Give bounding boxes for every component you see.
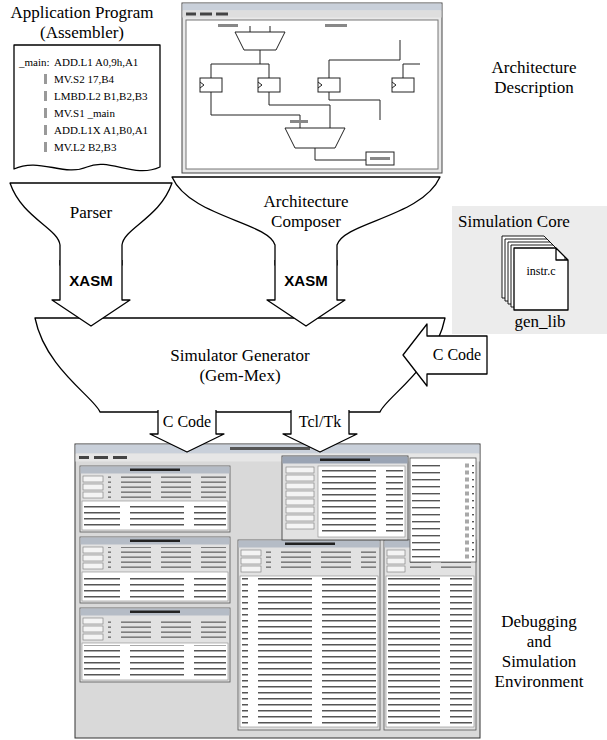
xasm-arrow: XASM xyxy=(267,260,345,326)
funnel-label: Architecture Composer xyxy=(241,192,371,232)
file-name: instr.c xyxy=(516,264,566,278)
arrow-label: C Code xyxy=(429,345,485,364)
source-file: instr.c xyxy=(514,248,568,310)
panel-label: Simulation Core xyxy=(458,212,603,232)
code-line: ADD.L1X A1,B0,A1 xyxy=(54,123,158,137)
panel-label: gen_lib xyxy=(500,312,580,332)
code-line: LMBD.L2 B1,B2,B3 xyxy=(54,89,158,103)
code-listing: _main:ADD.L1 A0,9h,A1MV.S2 17,B4LMBD.L2 … xyxy=(14,45,160,179)
output-arrow: Tcl/Tk xyxy=(283,410,357,452)
line-markers xyxy=(44,74,47,152)
generator-funnel: Simulator Generator (Gem-Mex) xyxy=(35,318,445,412)
composer-funnel: Architecture Composer xyxy=(172,177,440,265)
caption-label: Application Program (Assembler) xyxy=(4,3,160,43)
xasm-arrow-outline xyxy=(52,260,130,326)
code-arrow: C Code xyxy=(403,324,487,386)
caption-label: Debugging and Simulation Environment xyxy=(490,612,588,692)
caption-label: Architecture Description xyxy=(468,58,600,98)
code-line: MV.S1 _main xyxy=(54,106,158,120)
source-file-outline xyxy=(514,248,568,310)
parser-funnel-outline xyxy=(10,183,172,265)
arrow-label: XASM xyxy=(60,272,122,290)
core-panel-ground xyxy=(452,206,607,334)
arrow-label: XASM xyxy=(275,272,337,290)
arrow-label: C Code xyxy=(158,412,216,431)
code-line: ADD.L1 A0,9h,A1 xyxy=(54,55,158,69)
parser-funnel: Parser xyxy=(10,183,172,265)
funnel-label: Simulator Generator (Gem-Mex) xyxy=(155,346,325,386)
code-line: MV.S2 17,B4 xyxy=(54,72,158,86)
code-line: MV.L2 B2,B3 xyxy=(54,140,158,154)
composer-screenshot xyxy=(182,3,442,173)
xasm-arrow-outline xyxy=(267,260,345,326)
core-panel: Simulation Core gen_lib instr.c xyxy=(452,206,607,334)
debugger-screenshot xyxy=(75,444,480,738)
xasm-arrow: XASM xyxy=(52,260,130,326)
funnel-label: Parser xyxy=(41,203,141,223)
output-arrow: C Code xyxy=(150,410,224,452)
code-line: _main: xyxy=(19,55,55,69)
arrow-label: Tcl/Tk xyxy=(291,412,349,431)
